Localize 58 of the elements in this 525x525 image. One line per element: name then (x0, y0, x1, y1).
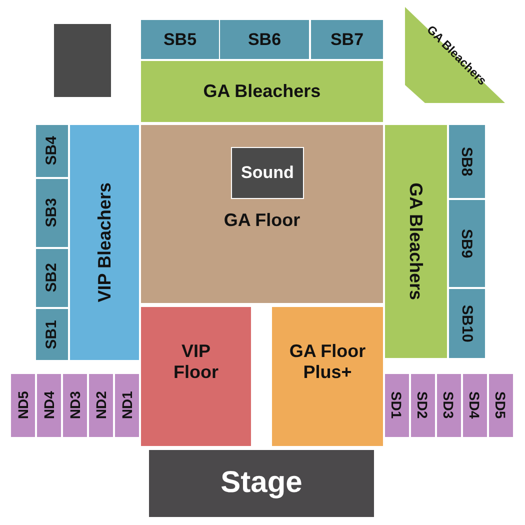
section-label: ND2 (92, 392, 110, 420)
section-block (36, 179, 68, 247)
section-label: ND5 (14, 392, 32, 420)
section-block (463, 374, 487, 437)
floor-section (141, 125, 383, 303)
section-block (385, 125, 447, 358)
section-block (141, 20, 219, 59)
section-label: SB6 (248, 30, 282, 50)
section-label: GA Bleachers (203, 81, 321, 102)
section-label: Stage (220, 466, 302, 501)
section-label: VIP Floor (172, 340, 220, 382)
section-block (11, 374, 35, 437)
section-block (63, 374, 87, 437)
section-block (385, 374, 409, 437)
section-label: SD3 (440, 392, 458, 420)
section-label: ND3 (66, 392, 84, 420)
section-label: SB10 (458, 304, 476, 342)
section-block (311, 20, 383, 59)
section-label: SB9 (458, 228, 476, 258)
section-block (70, 125, 139, 360)
section-block (36, 125, 68, 177)
section-label: SD2 (414, 392, 432, 420)
section-block (115, 374, 139, 437)
section-block (489, 374, 513, 437)
section-label: SB2 (43, 263, 61, 293)
section-label: SD1 (388, 392, 406, 420)
section-block (37, 374, 61, 437)
stage (149, 450, 374, 517)
section-block (36, 309, 68, 360)
floor-section (141, 307, 251, 446)
section-label: SB1 (43, 320, 61, 350)
section-label: ND1 (118, 392, 136, 420)
floor-section (272, 307, 383, 446)
section-label: GA Floor Plus+ (288, 340, 367, 382)
section-block (449, 125, 485, 198)
section-label: GA Bleachers (406, 182, 426, 300)
sound-booth (231, 147, 304, 199)
section-label: GA Floor (224, 210, 300, 230)
section-label: SB3 (43, 198, 61, 228)
section-label: SB7 (330, 30, 364, 50)
section-label: SD4 (466, 392, 484, 420)
section-block (220, 20, 309, 59)
section-label: VIP Bleachers (94, 182, 115, 302)
section-block (449, 289, 485, 358)
section-label: ND4 (40, 392, 58, 420)
dark-block (54, 24, 111, 97)
section-label: SB4 (43, 136, 61, 166)
section-block (36, 249, 68, 307)
section-label: SD5 (492, 392, 510, 420)
section-label: SB5 (163, 30, 197, 50)
triangle-section (405, 7, 505, 103)
section-block (411, 374, 435, 437)
section-label: SB8 (458, 146, 476, 176)
section-block (437, 374, 461, 437)
section-block (89, 374, 113, 437)
section-label: Sound (241, 163, 294, 183)
section-block (449, 200, 485, 287)
section-block (141, 61, 383, 122)
